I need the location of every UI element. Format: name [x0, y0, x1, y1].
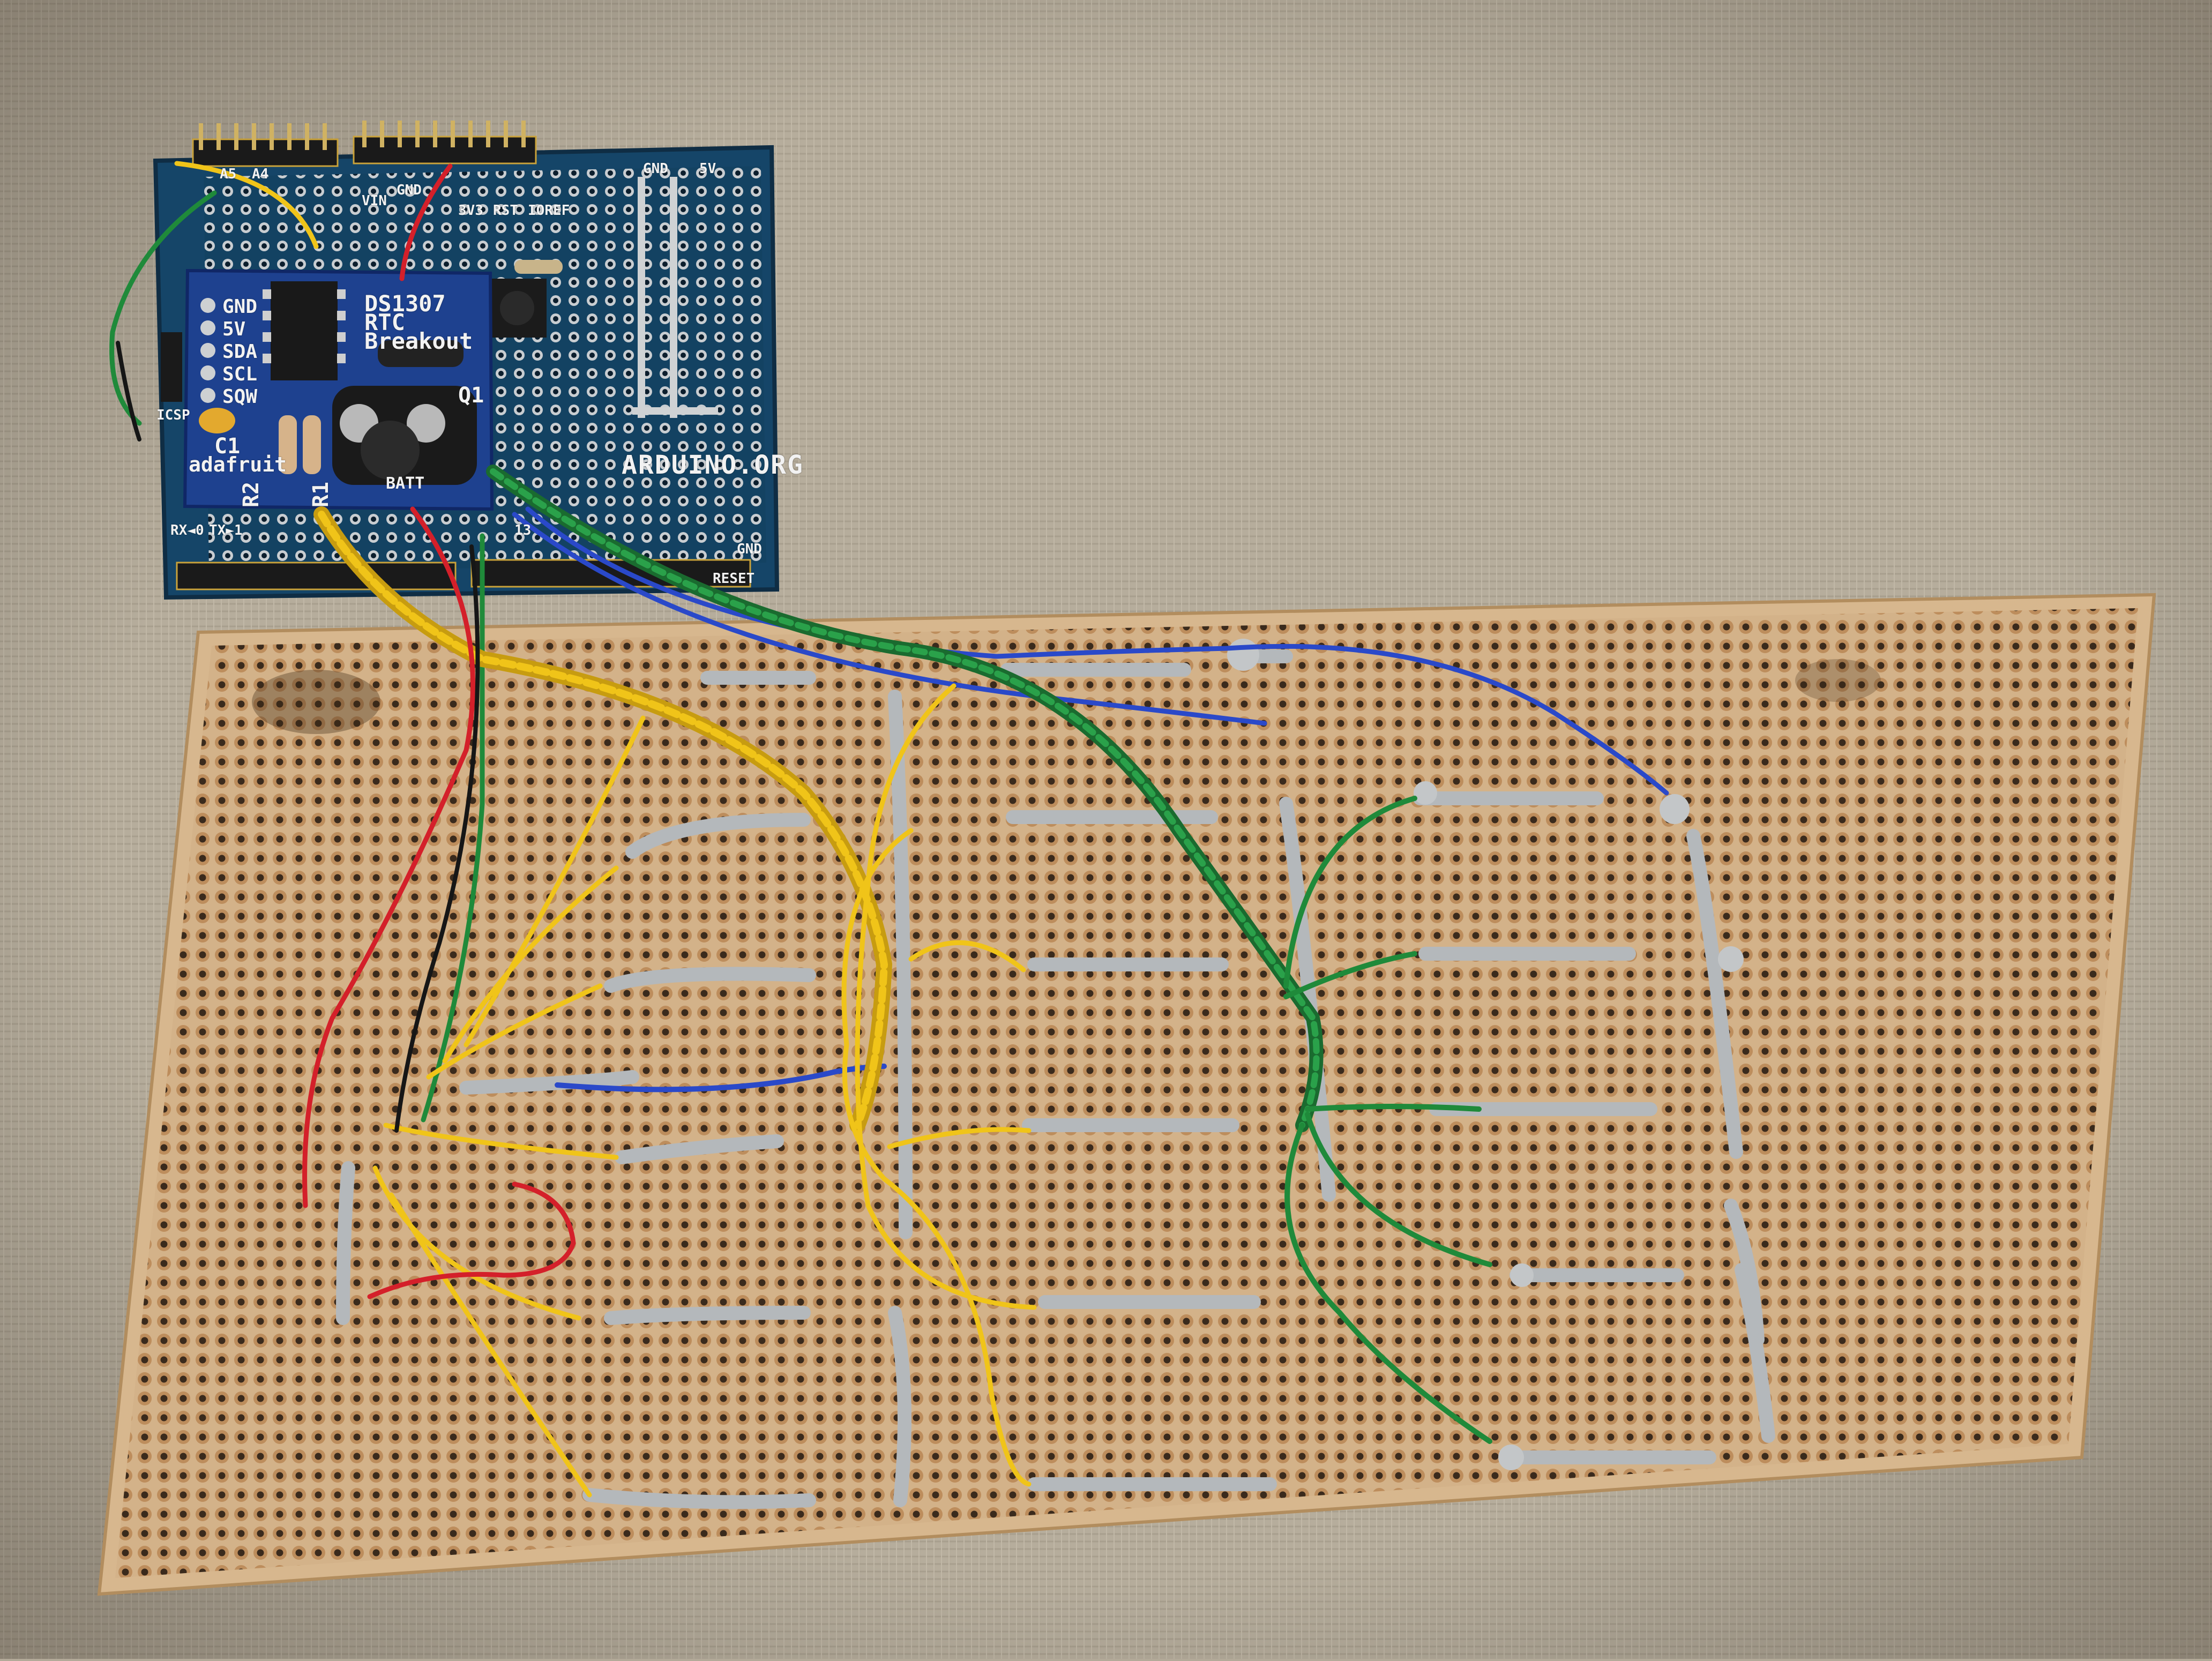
shield-label-gnd-top: GND	[643, 161, 668, 177]
rtc-brand: adafruit	[189, 453, 287, 476]
shield-label-rst: RST	[493, 203, 518, 219]
rtc-pin-gnd: GND	[222, 296, 258, 318]
shield-label-tx: TX►1	[209, 522, 243, 538]
rtc-ref-c1: C1	[214, 434, 241, 459]
rtc-pin-sda: SDA	[222, 341, 258, 363]
rtc-breakout	[183, 268, 494, 511]
shield-label-vin: VIN	[362, 193, 387, 209]
rtc-pin-scl: SCL	[222, 363, 258, 385]
rtc-pin-sqw: SQW	[222, 386, 258, 408]
rtc-ref-r1: R1	[309, 481, 334, 508]
shield-label-icsp: ICSP	[156, 407, 190, 423]
perfboard	[97, 593, 2156, 1596]
shield-label-rx: RX◄0	[170, 522, 204, 538]
rtc-ref-batt: BATT	[386, 474, 425, 493]
rtc-title-line3: Breakout	[364, 328, 473, 354]
wires	[109, 161, 1669, 1498]
shield-label-reset: RESET	[713, 571, 755, 587]
shield-label-13: 13	[514, 522, 532, 538]
shield-label-gnd-bottom: GND	[737, 541, 762, 557]
rtc-ref-r2: R2	[239, 481, 264, 508]
shield-logo: ARDUINO.ORG	[622, 450, 804, 480]
shield-label-a5: A5	[220, 166, 237, 182]
rtc-title-line1: DS1307	[364, 290, 446, 317]
rtc-pin-5v: 5V	[222, 318, 246, 340]
rtc-ref-q1: Q1	[458, 383, 484, 408]
shield-label-a4: A4	[252, 166, 269, 182]
shield-label-3v3: 3V3	[458, 203, 483, 219]
shield-label-gnd-power: GND	[397, 182, 422, 198]
shield-label-ioref: IOREF	[528, 203, 570, 219]
rtc-title-line2: RTC	[364, 309, 405, 335]
solder-traces	[336, 649, 1775, 1509]
shield-label-5v-top: 5V	[699, 161, 716, 177]
